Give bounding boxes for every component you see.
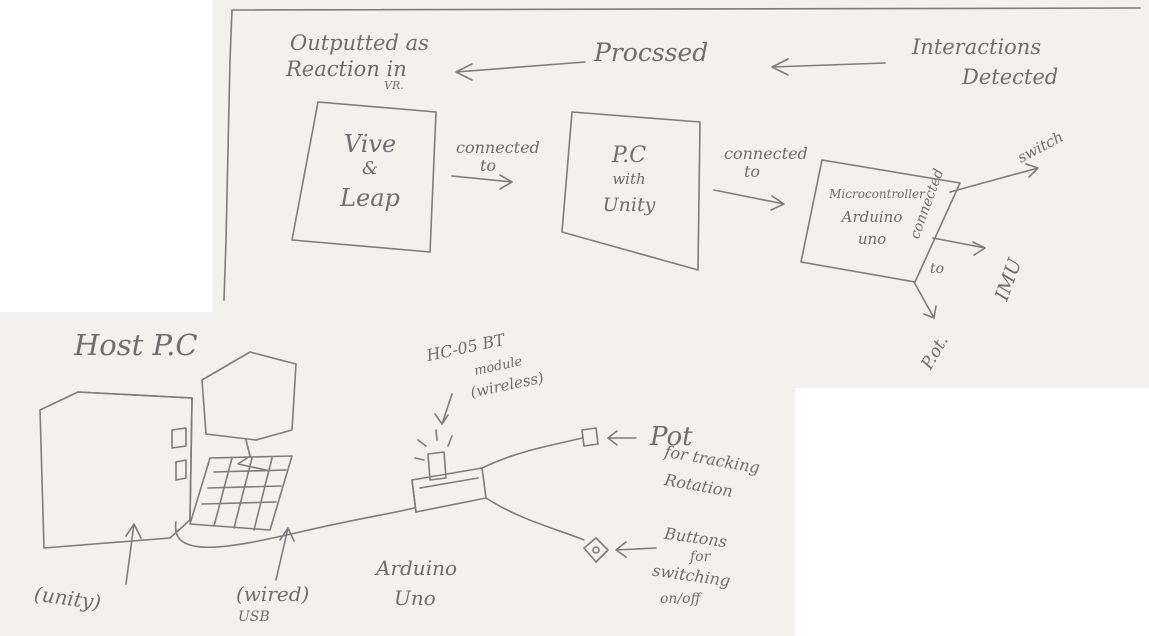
- arrow-to-pot: [913, 281, 937, 319]
- tower-icon: [171, 427, 187, 481]
- arrow-interaction-to-processed: [771, 58, 886, 76]
- button-symbol: [583, 537, 609, 563]
- arduino-label: Arduino: [841, 208, 903, 226]
- usb-label: USB: [238, 609, 270, 625]
- arduino-uno-label-2: Uno: [394, 586, 436, 610]
- monitor: [201, 351, 297, 441]
- pc-label: P.C: [611, 143, 647, 168]
- pc-unity-box: [561, 111, 701, 271]
- bottom-sketch-sheet: [0, 312, 795, 636]
- top-sheet-border: [223, 7, 1141, 301]
- pc-tower: [39, 391, 193, 549]
- connected-to-label-2: to: [744, 162, 761, 181]
- buttons-desc-3: on/off: [660, 591, 701, 607]
- pot-wire: [481, 437, 583, 469]
- arrow-buttons-label: [615, 541, 657, 558]
- arrow-to-switch: [949, 163, 1039, 193]
- connected-label-1: connected: [456, 138, 540, 157]
- connected-to-label-1: to: [480, 156, 497, 175]
- flow-interaction-label: Interactions: [912, 35, 1042, 59]
- host-pc-label: Host P.C: [74, 328, 198, 362]
- wired-label: (wired): [236, 582, 310, 606]
- flow-vr-label: VR.: [384, 79, 404, 92]
- flow-output-label-2: Reaction in: [286, 57, 407, 81]
- connected-label-2: connected: [724, 144, 808, 163]
- pc-unity-label: Unity: [602, 194, 656, 216]
- flow-processed-label: Procssed: [594, 38, 709, 67]
- connected-to-label-3: to: [930, 261, 945, 277]
- button-wire: [485, 497, 585, 541]
- keyboard: [189, 455, 293, 531]
- usb-cable: [174, 507, 415, 549]
- arduino-uno-label: Arduino: [376, 556, 458, 580]
- pot-symbol: [581, 427, 599, 447]
- arrow-vive-to-pc: [451, 174, 513, 190]
- arrow-processed-to-output: [455, 61, 586, 81]
- arrow-unity: [125, 523, 142, 585]
- vive-label: Vive: [343, 130, 397, 158]
- arduino-board: [411, 467, 487, 513]
- pc-with-label: with: [612, 170, 646, 188]
- arrow-pc-to-arduino: [713, 189, 785, 211]
- pot-label: Pot: [650, 422, 693, 452]
- bt-module: [427, 451, 447, 481]
- buttons-desc-1: for: [690, 549, 711, 565]
- arrow-usb: [275, 527, 295, 581]
- vive-amp-label: &: [361, 158, 379, 179]
- uno-label: uno: [857, 230, 887, 248]
- vive-leap-box: [291, 101, 437, 253]
- arrow-bt-label: [434, 393, 453, 425]
- arrow-to-imu: [932, 237, 986, 256]
- arrow-pot-label: [607, 430, 637, 446]
- micro-label: Microcontroller: [829, 187, 925, 201]
- arduino-box: [800, 159, 961, 283]
- leap-label: Leap: [340, 184, 400, 212]
- flow-output-label: Outputted as: [290, 31, 429, 55]
- flow-detected-label: Detected: [962, 65, 1059, 89]
